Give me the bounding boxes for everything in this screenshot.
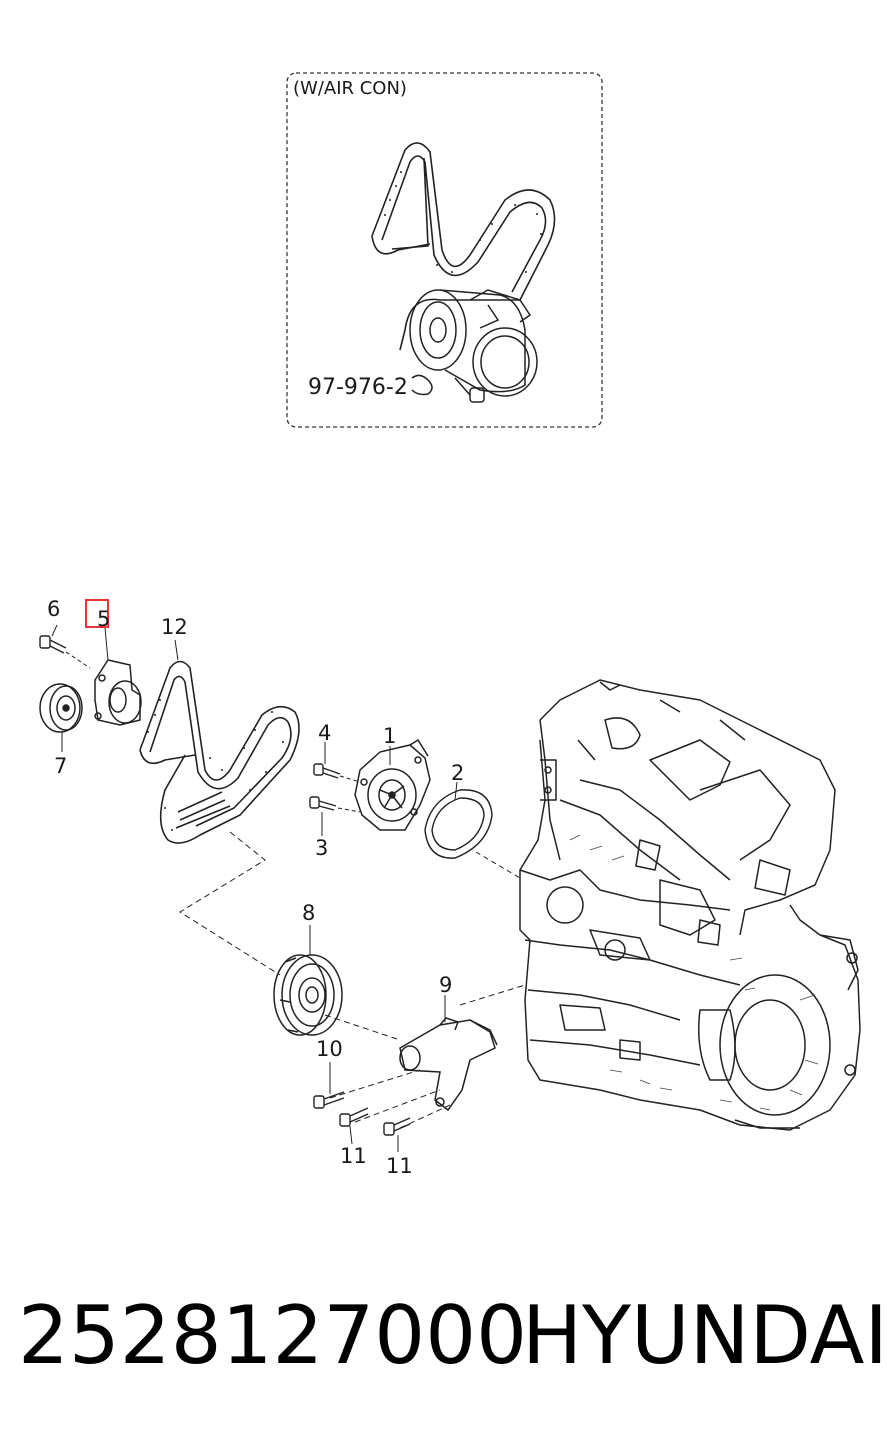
inset-title: (W/AIR CON) [293,78,407,99]
alternator-bracket [399,1017,498,1112]
drive-belt-dots [147,699,284,831]
routing-lines [179,831,526,1129]
bracket-bolts [313,1091,411,1136]
callout-1: 1 [383,724,396,748]
callout-12: 12 [161,615,188,639]
engine-shading [569,834,819,1111]
belt-tensioner [94,659,142,726]
pump-gasket [424,789,493,859]
leader-lines-bracket [329,995,446,1152]
engine-block [519,679,861,1131]
leader-lines-left [51,624,179,752]
brand-name: HYUNDAI [522,1289,887,1382]
tensioner-bolt [39,635,67,654]
ac-compressor [409,289,538,403]
callout-6: 6 [47,597,60,621]
callout-3: 3 [315,836,328,860]
highlight-box [85,599,109,628]
idler-pulley [39,683,83,733]
water-pump [354,738,431,831]
air-con-inset: (W/AIR CON) 97-976-2 [286,72,603,428]
callout-11-left: 11 [340,1144,367,1168]
callout-5: 5 [97,607,110,631]
callout-2: 2 [451,761,464,785]
crankshaft-pulley [273,954,343,1036]
callout-4: 4 [318,721,331,745]
inset-reference: 97-976-2 [308,375,408,400]
callout-7: 7 [54,754,67,778]
callout-11-right: 11 [386,1154,413,1178]
pump-bolts [309,763,341,811]
drive-belt [139,660,300,844]
callout-10: 10 [316,1037,343,1061]
callout-8: 8 [302,901,315,925]
callout-9: 9 [439,973,452,997]
leader-lines-pump [321,742,521,879]
inset-belt [371,142,556,351]
part-number: 2528127000 [18,1289,527,1382]
inset-belt-dots [384,171,542,273]
